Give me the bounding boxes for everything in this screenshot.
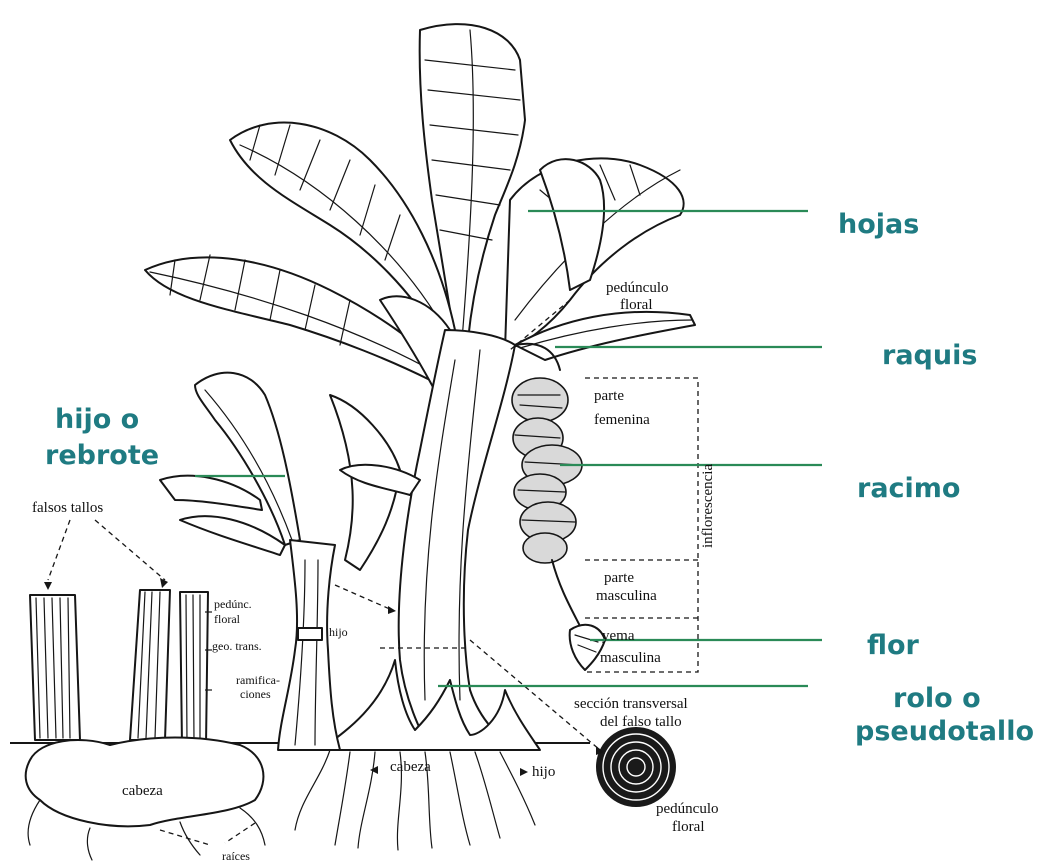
note-pedunc-floral-1: pedúnc.: [214, 597, 252, 611]
note-parte-masculina-2: masculina: [596, 588, 657, 604]
label-hijo-line2: rebrote: [45, 440, 159, 471]
note-pedunculo-bottom-2: floral: [672, 819, 704, 835]
inflorescence: [512, 344, 605, 670]
note-cabeza-center: cabeza: [390, 759, 431, 775]
note-seccion-2: del falso tallo: [600, 714, 682, 730]
note-pedunculo-bottom-1: pedúnculo: [656, 801, 718, 817]
note-ramificaciones-2: ciones: [240, 687, 271, 701]
note-falsos-tallos: falsos tallos: [32, 500, 103, 516]
note-geo-trans: geo. trans.: [212, 639, 262, 653]
note-hijo-small: hijo: [329, 625, 348, 639]
label-hojas: hojas: [838, 209, 919, 240]
note-raices: raíces: [222, 849, 250, 863]
label-hijo-line1: hijo o: [55, 404, 139, 435]
label-raquis: raquis: [882, 340, 977, 371]
label-flor: flor: [867, 630, 920, 661]
note-pedunculo-top-1: pedúnculo: [606, 280, 668, 296]
note-inflorescencia: inflorescencia: [700, 464, 716, 548]
note-parte-femenina-1: parte: [594, 388, 624, 404]
note-seccion-1: sección transversal: [574, 696, 688, 712]
left-cross-section: [26, 590, 265, 860]
note-hijo-small-right: hijo: [532, 764, 555, 780]
note-cabeza-left: cabeza: [122, 783, 163, 799]
note-yema-masculina-1: yema: [602, 628, 635, 644]
main-plant-leaves: [145, 24, 695, 410]
label-racimo: racimo: [857, 473, 960, 504]
note-ramificaciones-1: ramifica-: [236, 673, 280, 687]
label-rolo-line1: rolo o: [893, 683, 981, 714]
note-parte-femenina-2: femenina: [594, 412, 650, 428]
stem-cross-section: [596, 727, 676, 807]
note-pedunculo-top-2: floral: [620, 297, 652, 313]
note-parte-masculina-1: parte: [604, 570, 634, 586]
note-pedunc-floral-2: floral: [214, 612, 241, 626]
label-rolo-line2: pseudotallo: [855, 716, 1034, 747]
note-yema-masculina-2: masculina: [600, 650, 661, 666]
